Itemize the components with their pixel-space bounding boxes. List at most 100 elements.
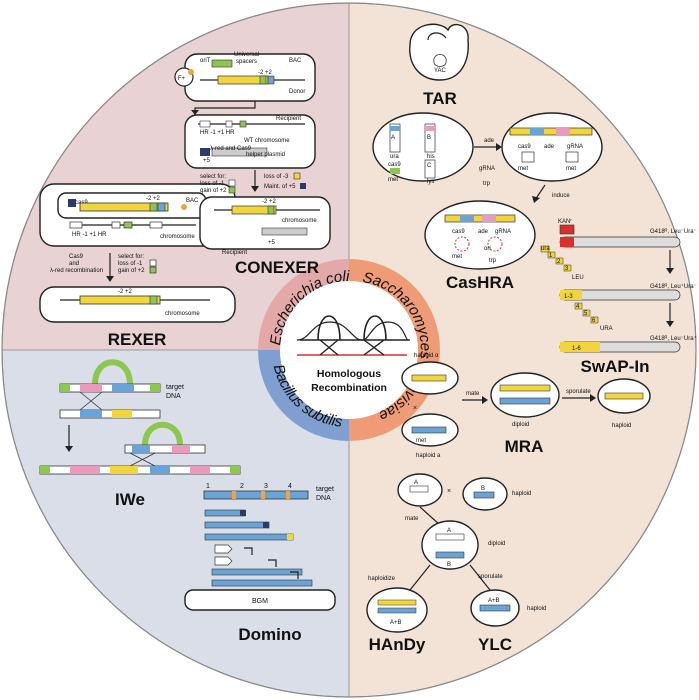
svg-text:BAC: BAC xyxy=(186,198,199,204)
svg-text:trp: trp xyxy=(489,258,497,264)
svg-text:select for:: select for: xyxy=(118,254,144,260)
svg-text:G418ᴿ, Leu⁺Ura⁻: G418ᴿ, Leu⁺Ura⁻ xyxy=(650,283,697,290)
svg-text:ade: ade xyxy=(484,138,495,144)
svg-text:ori: ori xyxy=(484,246,491,252)
svg-text:oriT: oriT xyxy=(200,58,211,64)
svg-text:Recipient: Recipient xyxy=(276,116,301,122)
svg-text:spacers: spacers xyxy=(236,59,257,65)
svg-text:loss of -1: loss of -1 xyxy=(118,261,143,267)
ylc-title: YLC xyxy=(478,635,512,654)
svg-text:+5: +5 xyxy=(268,240,276,246)
tar-panel: YAC xyxy=(409,23,469,81)
conexer-title: CONEXER xyxy=(235,258,319,277)
svg-text:×: × xyxy=(447,488,451,495)
svg-text:HR -1 +1 HR: HR -1 +1 HR xyxy=(72,232,107,238)
svg-text:BGM: BGM xyxy=(252,598,268,605)
svg-text:his: his xyxy=(427,154,435,160)
svg-text:Cas9: Cas9 xyxy=(69,254,84,260)
svg-text:4: 4 xyxy=(576,304,580,310)
cashra-panel: A B ura his cas9 met C lys ade gRNA trp … xyxy=(372,112,603,270)
svg-text:met: met xyxy=(566,166,576,172)
svg-text:+5: +5 xyxy=(203,158,211,164)
svg-text:Maint. of +5: Maint. of +5 xyxy=(264,184,296,190)
svg-text:mate: mate xyxy=(405,516,419,522)
svg-text:5: 5 xyxy=(584,311,588,317)
svg-text:WT chromosome: WT chromosome xyxy=(244,138,290,144)
iwe-panel: target DNA xyxy=(39,359,241,475)
svg-text:DNA: DNA xyxy=(316,495,331,502)
domino-title: Domino xyxy=(238,625,301,644)
svg-text:HR -1 +1 HR: HR -1 +1 HR xyxy=(200,130,235,136)
svg-text:chromosome: chromosome xyxy=(160,234,195,240)
svg-text:ura: ura xyxy=(390,154,399,160)
svg-text:URA: URA xyxy=(600,326,613,332)
svg-text:haploid: haploid xyxy=(512,491,531,497)
svg-text:loss of -1: loss of -1 xyxy=(200,181,225,187)
svg-text:haploidize: haploidize xyxy=(368,576,396,582)
svg-text:target: target xyxy=(166,384,184,391)
mra-panel: haploid α × met haploid a mate diploid s… xyxy=(401,353,651,459)
handy-ylc-panel: A × B haploid mate A B diploid haploidiz… xyxy=(366,473,546,633)
svg-text:A: A xyxy=(447,528,451,534)
svg-text:mate: mate xyxy=(466,391,480,397)
svg-text:1: 1 xyxy=(206,483,210,490)
svg-text:helper plasmid: helper plasmid xyxy=(246,152,285,158)
rexer-panel: cas9 -2 +2 BAC HR -1 +1 HR chromosome Ca… xyxy=(39,183,236,323)
swapin-panel: KANʳ G418ᴿ, Leu⁻Ura⁻ ura 1 2 3 LEU G418ᴿ… xyxy=(540,218,697,353)
svg-text:YAC: YAC xyxy=(434,68,447,74)
svg-text:2: 2 xyxy=(557,259,561,265)
cashra-title: CasHRA xyxy=(446,273,514,292)
svg-text:G418ᴿ, Leu⁻Ura⁺: G418ᴿ, Leu⁻Ura⁺ xyxy=(650,335,697,342)
svg-text:chromosome: chromosome xyxy=(165,311,200,317)
swapin-title: SwAP-In xyxy=(581,357,650,376)
svg-text:LEU: LEU xyxy=(572,275,584,281)
svg-text:sporulate: sporulate xyxy=(566,389,591,395)
svg-text:A+B: A+B xyxy=(390,620,402,626)
svg-text:cas9: cas9 xyxy=(518,144,531,150)
svg-text:gRNA: gRNA xyxy=(479,166,495,172)
svg-text:haploid α: haploid α xyxy=(414,353,439,359)
svg-text:ade: ade xyxy=(478,229,489,235)
svg-text:-2 +2: -2 +2 xyxy=(258,70,273,76)
svg-text:haploid: haploid xyxy=(612,423,631,429)
svg-text:induce: induce xyxy=(552,193,570,199)
svg-text:6: 6 xyxy=(592,318,596,324)
svg-text:-2 +2: -2 +2 xyxy=(146,196,161,202)
conexer-panel: F+ oriT Universal spacers BAC -2 +2 Dono… xyxy=(174,52,331,256)
ring-bsub-arc xyxy=(258,349,350,441)
svg-text:2: 2 xyxy=(240,483,244,490)
svg-text:loss of -3: loss of -3 xyxy=(264,174,289,180)
svg-text:cas9: cas9 xyxy=(388,162,401,168)
svg-text:haploid a: haploid a xyxy=(416,453,441,459)
iwe-title: IWe xyxy=(115,490,145,509)
svg-text:C: C xyxy=(427,163,432,169)
svg-text:-2 +2: -2 +2 xyxy=(118,289,133,295)
svg-text:met: met xyxy=(388,177,398,183)
svg-text:gRNA: gRNA xyxy=(567,144,583,150)
svg-text:select for:: select for: xyxy=(200,174,226,180)
ring-scer-arc xyxy=(348,259,440,441)
svg-text:λ-red and Cas9: λ-red and Cas9 xyxy=(210,146,252,152)
svg-text:met: met xyxy=(518,166,528,172)
svg-text:A: A xyxy=(391,135,395,141)
svg-text:and: and xyxy=(69,261,79,267)
svg-text:1: 1 xyxy=(549,253,553,259)
svg-text:gain of +2: gain of +2 xyxy=(200,188,227,194)
svg-text:Recipient: Recipient xyxy=(222,250,247,256)
svg-text:gain of +2: gain of +2 xyxy=(118,268,145,274)
svg-text:4: 4 xyxy=(288,483,292,490)
ring-ecoli-arc xyxy=(258,259,350,351)
center-title-line1: Homologous xyxy=(317,368,381,380)
mra-title: MRA xyxy=(505,437,544,456)
svg-text:Universal: Universal xyxy=(234,52,259,58)
svg-text:met: met xyxy=(416,438,426,444)
svg-text:A: A xyxy=(414,480,418,486)
svg-text:B: B xyxy=(481,486,485,492)
rexer-title: REXER xyxy=(108,330,167,349)
svg-text:diploid: diploid xyxy=(512,422,529,428)
svg-text:3: 3 xyxy=(264,483,268,490)
svg-text:sporulate: sporulate xyxy=(478,574,503,580)
tar-title: TAR xyxy=(423,89,457,108)
svg-text:Donor: Donor xyxy=(289,89,305,95)
